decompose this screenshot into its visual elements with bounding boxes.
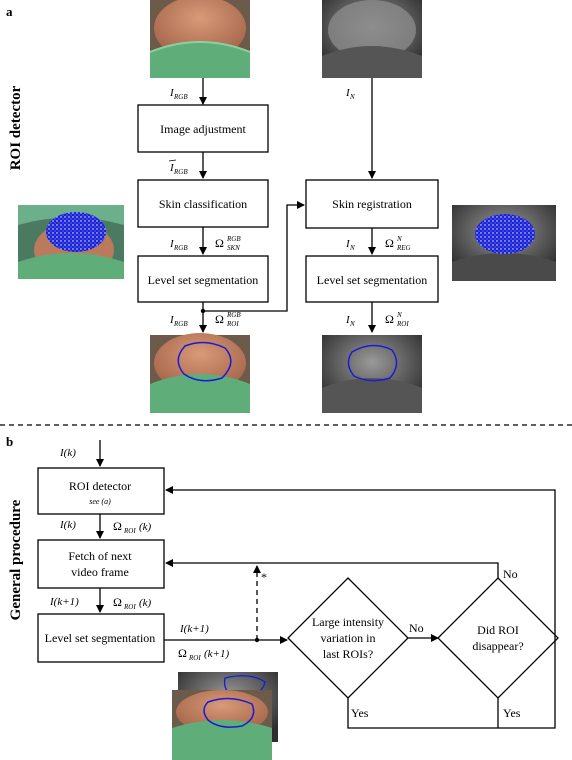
svg-text:Ω: Ω bbox=[385, 312, 394, 326]
svg-text:ROI: ROI bbox=[188, 654, 201, 662]
label-yes-1: Yes bbox=[351, 706, 369, 720]
label-ik1-level: I(k+1) bbox=[179, 623, 209, 635]
decision-did-roi-line2: disappear? bbox=[472, 639, 523, 653]
svg-text:RGB: RGB bbox=[173, 244, 188, 252]
svg-text:RGB: RGB bbox=[226, 235, 241, 243]
svg-text:I: I bbox=[345, 87, 351, 99]
label-i-n-omega-reg: I N Ω N REG bbox=[345, 235, 411, 252]
line-variation-yes bbox=[347, 698, 498, 729]
box-roi-detector-note: see (a) bbox=[89, 497, 111, 506]
arrow-back-to-roi-detector bbox=[165, 486, 556, 729]
svg-text:Ω: Ω bbox=[113, 519, 122, 533]
label-i-n-omega-roi: I N Ω N ROI bbox=[345, 311, 409, 328]
svg-text:N: N bbox=[396, 311, 402, 319]
panel-b-letter: b bbox=[6, 434, 13, 449]
arrow-roi-to-registration bbox=[203, 201, 305, 312]
label-i-rgb-omega-skn: I RGB Ω RGB SKN bbox=[169, 235, 241, 252]
decision-did-roi-disappear bbox=[437, 577, 559, 699]
box-level-set-right-label: Level set segmentation bbox=[317, 273, 428, 287]
label-ik1-omega-roi-k: I(k+1) Ω ROI (k) bbox=[49, 595, 152, 611]
svg-text:I: I bbox=[345, 238, 351, 250]
svg-text:Ω: Ω bbox=[178, 646, 187, 660]
svg-text:I: I bbox=[345, 314, 351, 326]
nir-roi-output-photo bbox=[322, 335, 422, 413]
panel-b-title: General procedure bbox=[8, 499, 24, 620]
svg-text:I: I bbox=[169, 314, 175, 326]
decision-large-variation-line1: Large intensity bbox=[312, 615, 384, 629]
svg-text:N: N bbox=[349, 320, 355, 328]
label-ik-input: I(k) bbox=[59, 447, 76, 459]
svg-text:RGB: RGB bbox=[173, 93, 188, 101]
svg-text:REG: REG bbox=[396, 244, 411, 252]
label-no-1: No bbox=[409, 621, 424, 635]
label-i-tilde-rgb: I RGB bbox=[168, 159, 188, 176]
box-fetch-frame-line2: video frame bbox=[71, 565, 129, 579]
skin-mask-photo bbox=[18, 205, 124, 279]
svg-text:Ω: Ω bbox=[215, 312, 224, 326]
svg-text:I(k+1): I(k+1) bbox=[49, 596, 79, 608]
svg-text:Ω: Ω bbox=[113, 595, 122, 609]
svg-text:I: I bbox=[169, 162, 175, 174]
stacked-frames-photo bbox=[172, 672, 278, 760]
box-image-adjustment-label: Image adjustment bbox=[160, 122, 246, 136]
nir-registered-mask-photo bbox=[452, 205, 556, 281]
nir-input-photo bbox=[322, 0, 422, 78]
label-i-rgb-1: I RGB bbox=[169, 87, 188, 101]
box-level-set-left-label: Level set segmentation bbox=[148, 273, 259, 287]
svg-text:I: I bbox=[169, 87, 175, 99]
svg-text:RGB: RGB bbox=[173, 320, 188, 328]
label-ik-omega-roi-k: I(k) Ω ROI (k) bbox=[59, 519, 152, 535]
arrow-did-roi-no bbox=[165, 559, 499, 578]
box-level-set-right bbox=[305, 255, 439, 303]
svg-text:(k): (k) bbox=[139, 521, 152, 533]
decision-large-variation-line3: last ROIs? bbox=[323, 647, 373, 661]
svg-text:ROI: ROI bbox=[123, 527, 136, 535]
svg-text:N: N bbox=[349, 244, 355, 252]
rgb-roi-output-photo bbox=[150, 333, 250, 413]
svg-text:(k+1): (k+1) bbox=[204, 648, 229, 660]
label-omega-roi-k1: Ω ROI (k+1) bbox=[178, 646, 229, 662]
decision-did-roi-line1: Did ROI bbox=[477, 623, 519, 637]
box-fetch-frame bbox=[37, 539, 165, 589]
svg-text:(k): (k) bbox=[139, 597, 152, 609]
box-fetch-frame-line1: Fetch of next bbox=[68, 549, 132, 563]
box-image-adjustment bbox=[137, 104, 269, 153]
label-i-n-1: I N bbox=[345, 87, 355, 101]
svg-text:RGB: RGB bbox=[226, 311, 241, 319]
box-level-set-b-label: Level set segmentation bbox=[45, 631, 156, 645]
svg-text:ROI: ROI bbox=[396, 320, 409, 328]
box-level-set-b bbox=[37, 613, 165, 663]
box-roi-detector bbox=[37, 467, 165, 515]
svg-text:N: N bbox=[349, 93, 355, 101]
rgb-input-photo bbox=[149, 0, 251, 78]
panel-a-letter: a bbox=[6, 4, 13, 19]
box-roi-detector-label: ROI detector bbox=[69, 479, 131, 493]
svg-text:Ω: Ω bbox=[385, 236, 394, 250]
box-skin-classification bbox=[137, 179, 269, 228]
label-i-rgb-omega-roi: I RGB Ω RGB ROI bbox=[169, 311, 241, 328]
svg-text:ROI: ROI bbox=[226, 320, 239, 328]
label-no-2: No bbox=[503, 567, 518, 581]
decision-large-variation-line2: variation in bbox=[321, 631, 376, 645]
label-star: * bbox=[261, 570, 267, 584]
svg-text:I: I bbox=[169, 238, 175, 250]
box-skin-classification-label: Skin classification bbox=[159, 197, 247, 211]
panel-a-title: ROI detector bbox=[8, 85, 24, 170]
svg-text:SKN: SKN bbox=[227, 244, 240, 252]
label-yes-2: Yes bbox=[503, 706, 521, 720]
svg-text:I(k): I(k) bbox=[59, 519, 76, 531]
svg-text:Ω: Ω bbox=[215, 236, 224, 250]
svg-text:N: N bbox=[396, 235, 402, 243]
svg-text:RGB: RGB bbox=[173, 168, 188, 176]
box-skin-registration-label: Skin registration bbox=[332, 197, 412, 211]
svg-text:ROI: ROI bbox=[123, 603, 136, 611]
